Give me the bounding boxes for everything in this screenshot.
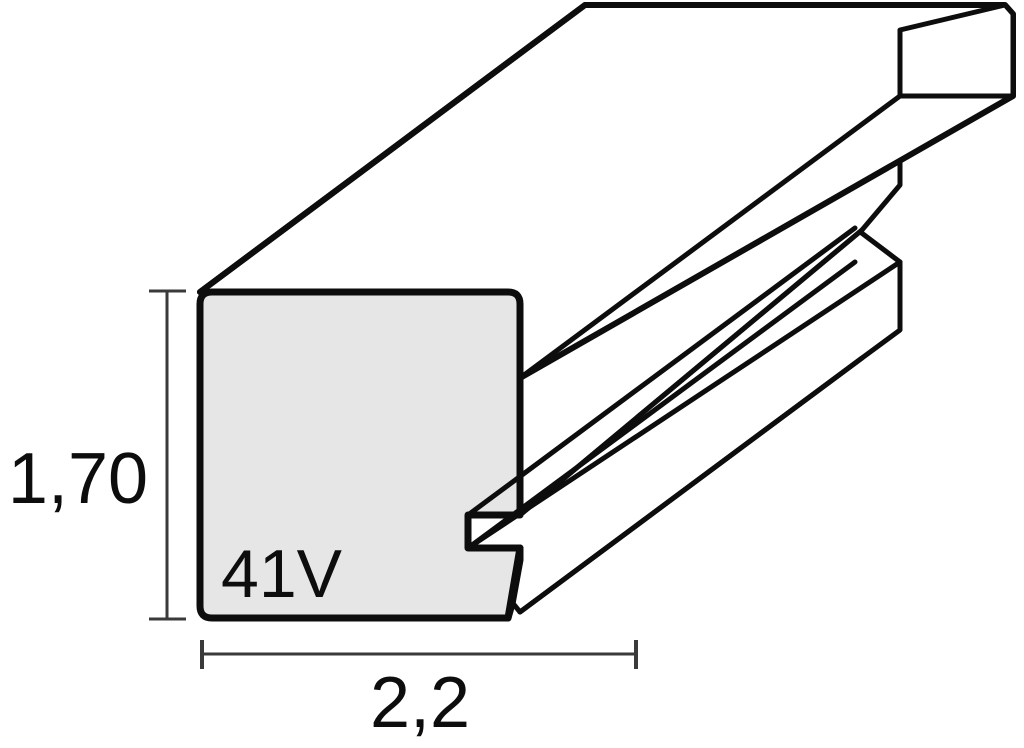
front-face-group	[196, 288, 524, 622]
lip-bottom-edge	[465, 259, 858, 551]
top-face-right-edge	[517, 93, 1016, 381]
top-front-edge	[197, 2, 588, 295]
height-dimension-group: 1,70	[8, 289, 186, 621]
width-dimension-label: 2,2	[370, 663, 470, 743]
front-face-chamfer-edge	[504, 544, 524, 622]
top-face-end-cut	[897, 2, 1016, 99]
front-face-cross-section	[196, 288, 524, 622]
edge-highlights	[197, 2, 1016, 615]
rabbet-step-edge	[517, 93, 903, 381]
outer-bottom-edge	[517, 355, 865, 615]
height-dimension-label: 1,70	[8, 439, 148, 519]
lip-top-edge	[465, 225, 858, 518]
product-code-label: 41V	[221, 536, 343, 612]
width-dimension-group: 2,2	[200, 640, 638, 743]
